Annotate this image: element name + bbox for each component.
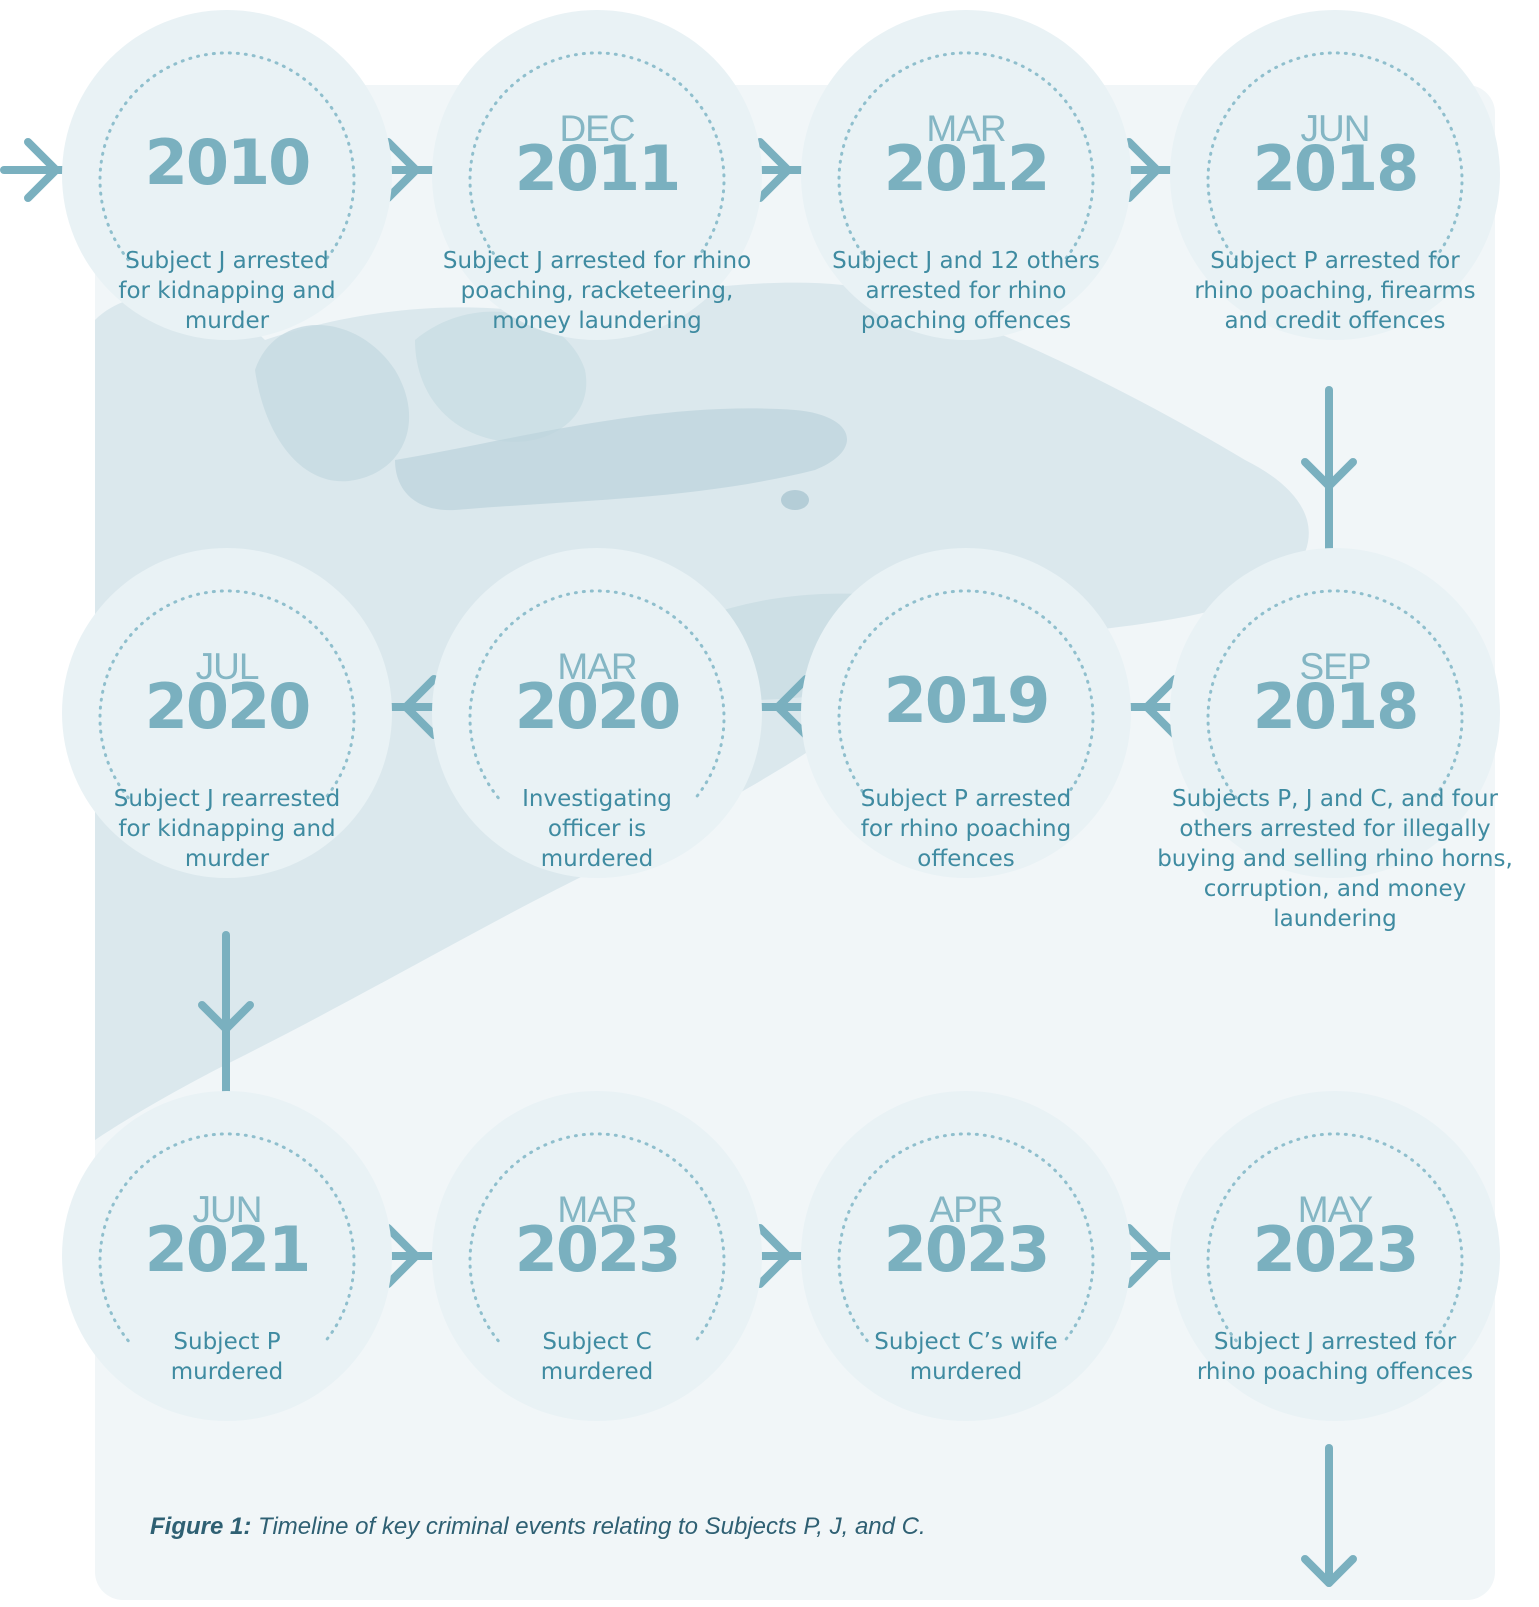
dotted-ring (837, 589, 1095, 800)
timeline-node-jul-2020: JUL 2020 Subject J rearrested for kidnap… (62, 548, 392, 878)
dotted-ring (468, 589, 726, 800)
timeline-node-2010: 2010 Subject J arrested for kidnapping a… (62, 10, 392, 340)
event-year: 2023 (883, 1213, 1051, 1286)
event-description: Subject C murdered (540, 1329, 654, 1385)
event-description: Subject J arrested for rhino poaching of… (1196, 1329, 1474, 1385)
event-year: 2019 (883, 664, 1051, 737)
event-year: 2020 (514, 670, 682, 743)
event-year: 2020 (144, 670, 312, 743)
dotted-ring (837, 1132, 1095, 1343)
event-description: Subject C’s wife murdered (874, 1329, 1058, 1385)
arrow-down (198, 931, 254, 1114)
figure-caption: Figure 1: Timeline of key criminal event… (150, 1513, 926, 1541)
event-description: Subject J arrested for kidnapping and mu… (118, 248, 336, 334)
dotted-ring (98, 589, 356, 800)
event-description: Subject J arrested for rhino poaching, r… (442, 248, 752, 334)
figure-caption-label: Figure 1: (150, 1513, 252, 1540)
dotted-ring (468, 1132, 726, 1343)
timeline-node-2019: 2019 Subject P arrested for rhino poachi… (801, 548, 1131, 878)
dotted-ring (837, 51, 1095, 262)
event-year: 2021 (144, 1213, 312, 1286)
figure-caption-text: Timeline of key criminal events relating… (251, 1513, 926, 1540)
timeline-node-jun-2018: JUN 2018 Subject P arrested for rhino po… (1170, 10, 1500, 340)
dotted-ring (98, 51, 356, 262)
event-description: Subject P arrested for rhino poaching, f… (1194, 248, 1476, 334)
timeline-node-mar-2012: MAR 2012 Subject J and 12 others arreste… (801, 10, 1131, 340)
event-year: 2018 (1252, 670, 1420, 743)
event-year: 2023 (1252, 1213, 1420, 1286)
dotted-ring (468, 51, 726, 262)
event-description: Subjects P, J and C, and four others arr… (1157, 786, 1513, 932)
event-month: SEP (1299, 646, 1371, 687)
dotted-ring (1206, 1132, 1464, 1343)
timeline-node-mar-2020: MAR 2020 Investigating officer is murder… (432, 548, 762, 878)
event-month: MAY (1297, 1189, 1373, 1230)
event-description: Subject P arrested for rhino poaching of… (860, 786, 1072, 872)
event-month: MAR (557, 646, 637, 687)
timeline-node-apr-2023: APR 2023 Subject C’s wife murdered (801, 1091, 1131, 1421)
event-description: Subject J rearrested for kidnapping and … (113, 786, 341, 872)
event-month: APR (929, 1189, 1003, 1230)
event-description: Subject J and 12 others arrested for rhi… (832, 248, 1100, 334)
event-month: MAR (557, 1189, 637, 1230)
event-year: 2011 (514, 132, 682, 205)
dotted-ring (1206, 589, 1464, 800)
timeline-node-mar-2023: MAR 2023 Subject C murdered (432, 1091, 762, 1421)
event-year: 2012 (883, 132, 1051, 205)
arrow-down (1301, 386, 1357, 564)
event-description: Subject P murdered (170, 1329, 284, 1385)
timeline-node-sep-2018: SEP 2018 Subjects P, J and C, and four o… (1157, 548, 1513, 932)
timeline-node-may-2023: MAY 2023 Subject J arrested for rhino po… (1170, 1091, 1500, 1421)
event-description: Investigating officer is murdered (522, 786, 672, 872)
timeline-node-dec-2011: DEC 2011 Subject J arrested for rhino po… (432, 10, 762, 340)
event-month: MAR (926, 108, 1006, 149)
event-month: JUL (195, 646, 260, 687)
arrow-exit-down (1301, 1444, 1357, 1587)
event-month: JUN (192, 1189, 263, 1230)
timeline-node-jun-2021: JUN 2021 Subject P murdered (62, 1091, 392, 1421)
dotted-ring (98, 1132, 356, 1343)
event-year: 2010 (144, 126, 312, 199)
event-month: DEC (559, 108, 635, 149)
event-year: 2023 (514, 1213, 682, 1286)
dotted-ring (1206, 51, 1464, 262)
event-year: 2018 (1252, 132, 1420, 205)
event-month: JUN (1300, 108, 1371, 149)
